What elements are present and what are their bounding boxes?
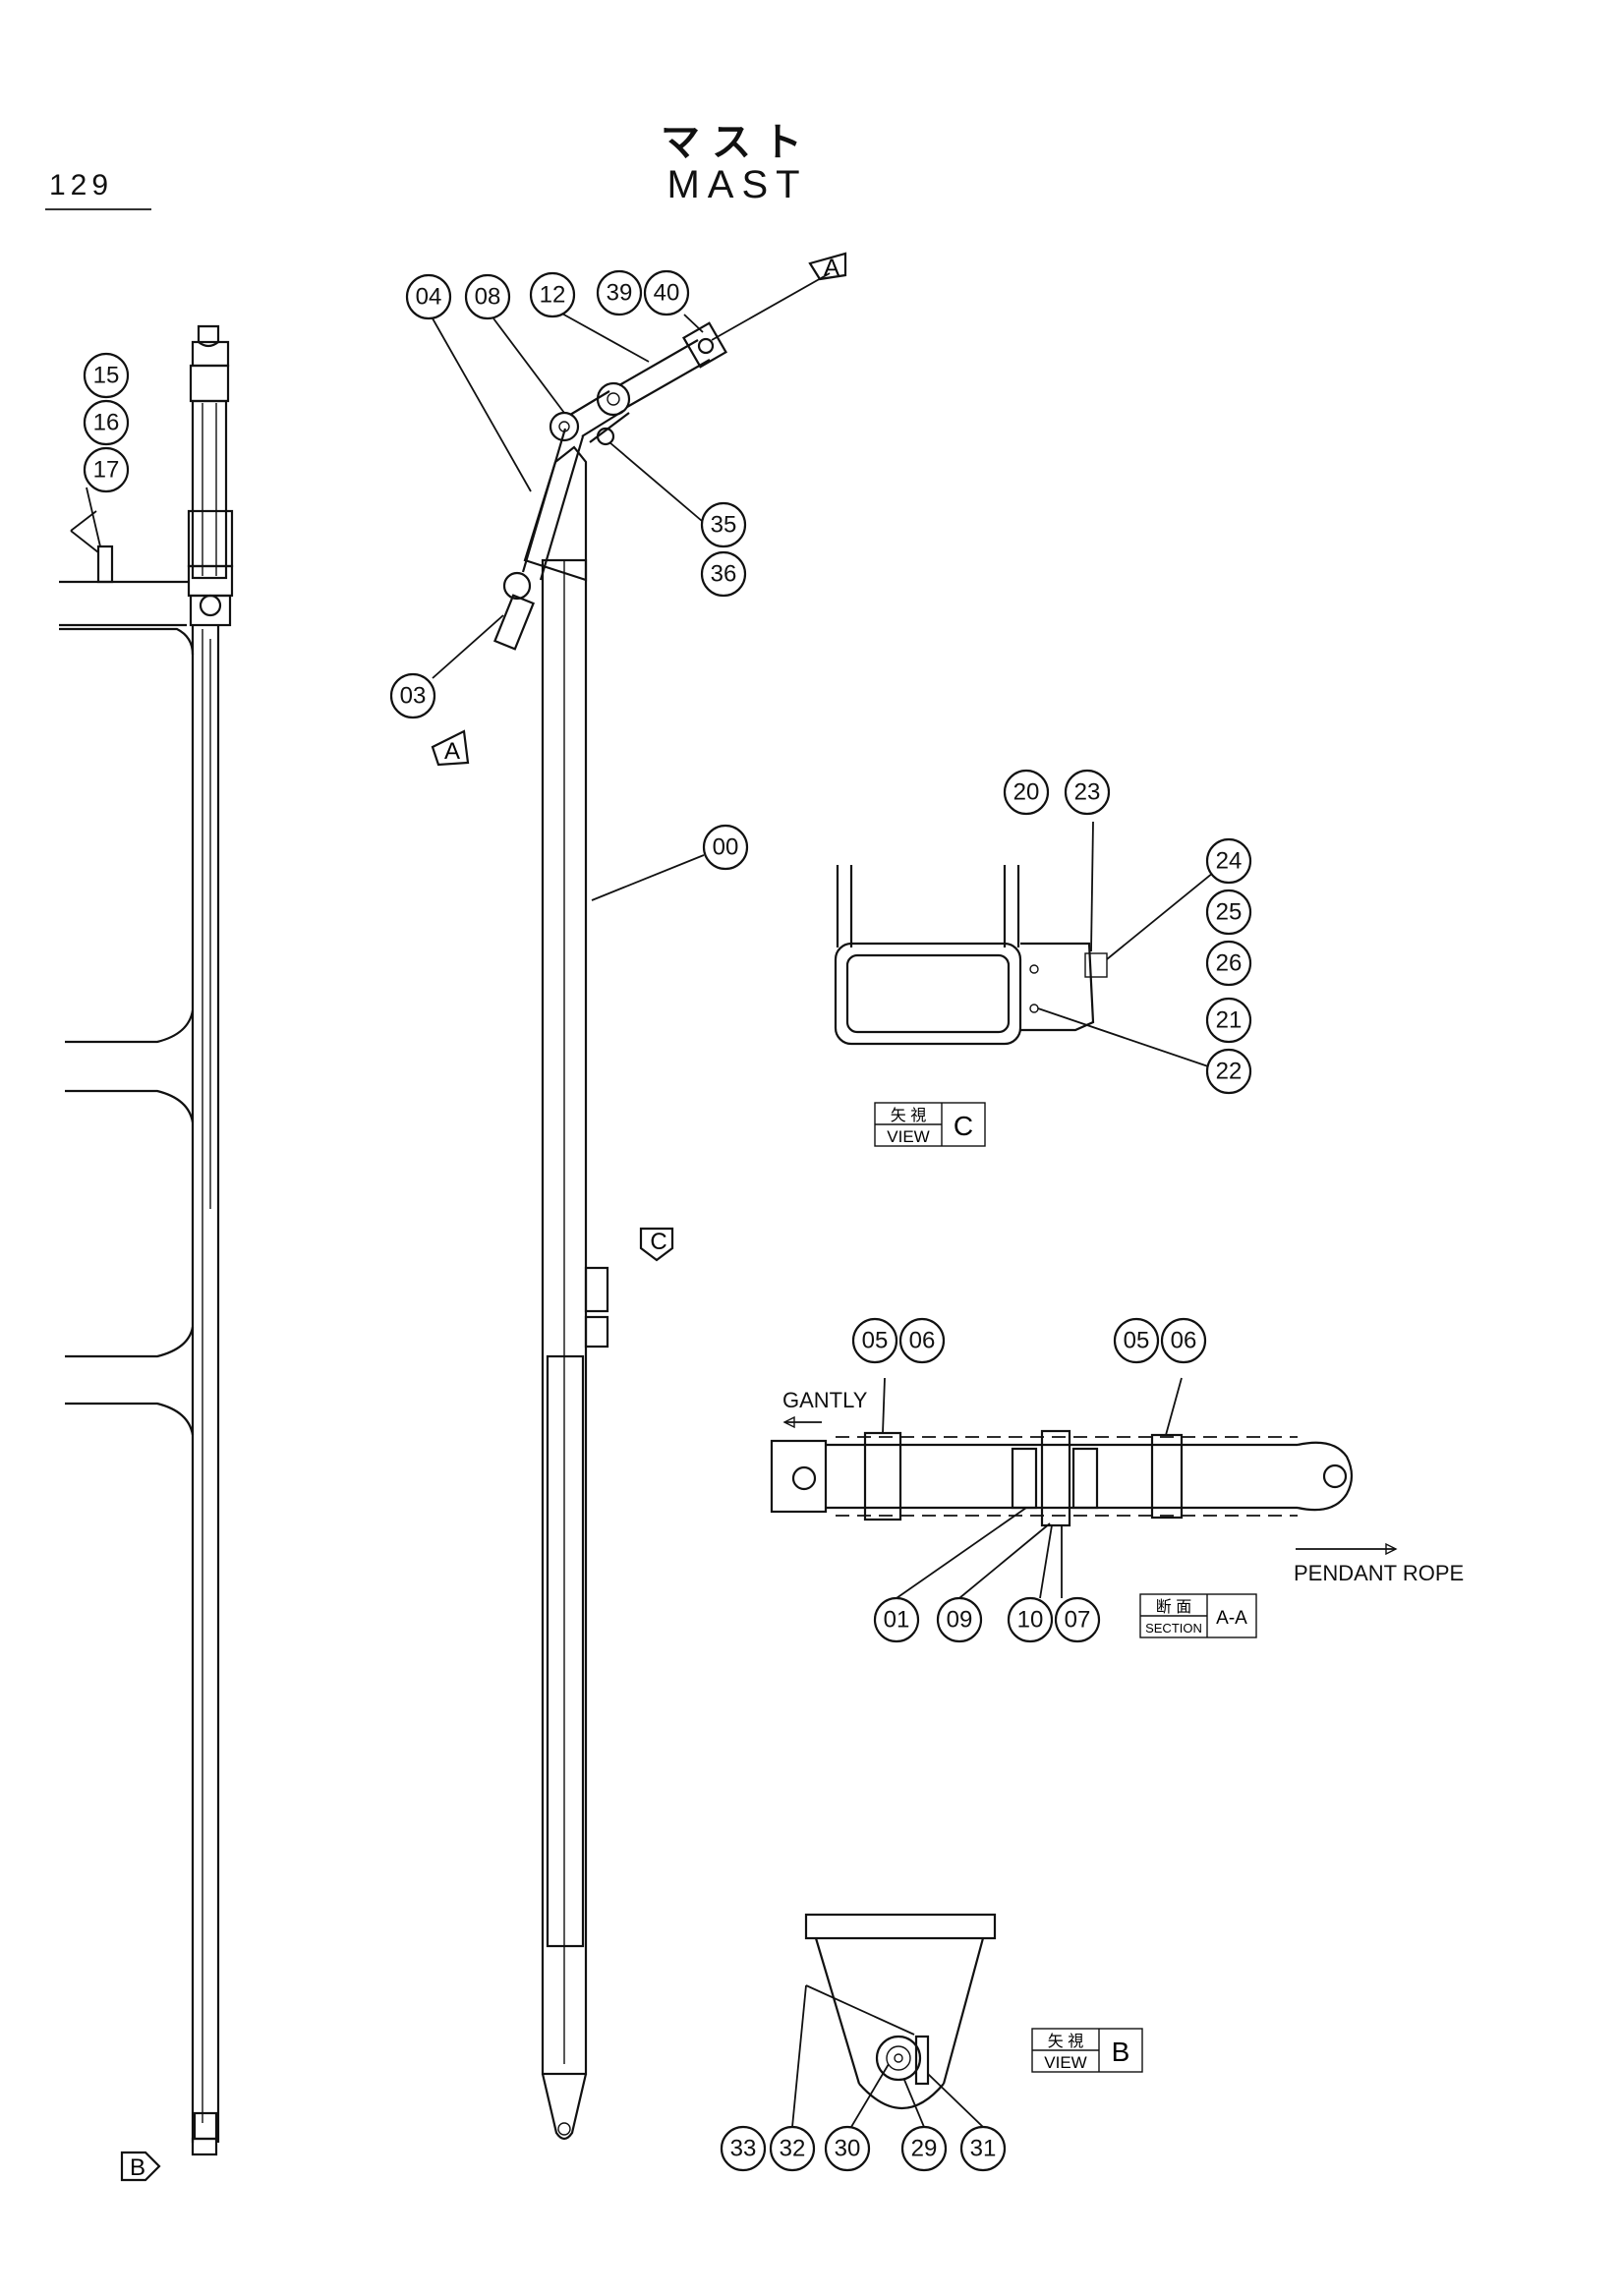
svg-text:VIEW: VIEW (1044, 2053, 1086, 2072)
callout-07: 07 (1054, 1596, 1101, 1643)
callout-29: 29 (900, 2125, 948, 2172)
svg-text:05: 05 (1124, 1328, 1150, 1354)
title-english: MAST (666, 163, 808, 206)
view-marker-a-bottom: A (431, 729, 470, 767)
svg-text:12: 12 (540, 282, 566, 309)
view-marker-a-top: A (808, 252, 847, 281)
callout-00: 00 (702, 824, 749, 871)
svg-text:29: 29 (911, 2136, 938, 2162)
mast-side-view (59, 324, 234, 2156)
svg-text:09: 09 (947, 1607, 973, 1634)
callout-05-left: 05 (851, 1317, 898, 1364)
svg-text:A: A (824, 255, 839, 281)
callout-23: 23 (1064, 769, 1111, 816)
section-aa-drawing (770, 1415, 1398, 1556)
svg-text:23: 23 (1074, 779, 1101, 806)
svg-text:C: C (954, 1111, 973, 1141)
callout-25: 25 (1205, 889, 1252, 936)
callout-17: 17 (83, 446, 130, 493)
page-number: 129 (49, 169, 114, 201)
svg-text:06: 06 (909, 1328, 936, 1354)
svg-text:矢 視: 矢 視 (1048, 2033, 1083, 2050)
view-marker-c: C (639, 1227, 674, 1262)
callout-05-right: 05 (1113, 1317, 1160, 1364)
callout-09: 09 (936, 1596, 983, 1643)
view-c-label: 矢 視 VIEW C (874, 1102, 986, 1147)
callout-26: 26 (1205, 940, 1252, 987)
svg-text:06: 06 (1171, 1328, 1197, 1354)
note-gantly: GANTLY (782, 1388, 868, 1412)
svg-text:VIEW: VIEW (887, 1127, 929, 1146)
svg-text:07: 07 (1065, 1607, 1091, 1634)
page-number-rule (45, 208, 151, 210)
svg-text:21: 21 (1216, 1007, 1243, 1034)
mast-front-view (493, 321, 727, 2141)
svg-text:A-A: A-A (1216, 1608, 1247, 1629)
callout-33: 33 (720, 2125, 767, 2172)
callout-20: 20 (1003, 769, 1050, 816)
callout-30: 30 (824, 2125, 871, 2172)
svg-text:32: 32 (780, 2136, 806, 2162)
svg-text:26: 26 (1216, 950, 1243, 977)
callout-40: 40 (643, 269, 690, 316)
svg-text:00: 00 (713, 834, 739, 861)
callout-01: 01 (873, 1596, 920, 1643)
callout-04: 04 (405, 273, 452, 320)
svg-text:B: B (1112, 2037, 1130, 2067)
callout-35: 35 (700, 501, 747, 548)
svg-text:20: 20 (1013, 779, 1040, 806)
callout-16: 16 (83, 399, 130, 446)
svg-text:17: 17 (93, 457, 120, 484)
svg-text:39: 39 (607, 280, 633, 307)
svg-text:25: 25 (1216, 899, 1243, 926)
section-aa-label: 断 面 SECTION A-A (1139, 1593, 1257, 1638)
svg-text:05: 05 (862, 1328, 889, 1354)
note-pendant-rope: PENDANT ROPE (1294, 1561, 1464, 1585)
callout-15: 15 (83, 352, 130, 399)
callout-12: 12 (529, 271, 576, 318)
view-b-label: 矢 視 VIEW B (1031, 2028, 1143, 2073)
svg-text:24: 24 (1216, 848, 1243, 875)
svg-text:03: 03 (400, 683, 427, 710)
leader-lines (86, 272, 1214, 2128)
svg-text:01: 01 (884, 1607, 910, 1634)
callout-31: 31 (959, 2125, 1007, 2172)
callout-03: 03 (389, 672, 436, 719)
svg-text:A: A (444, 738, 460, 765)
svg-text:15: 15 (93, 363, 120, 389)
view-marker-b: B (120, 2151, 161, 2182)
svg-text:40: 40 (654, 280, 680, 307)
svg-text:10: 10 (1017, 1607, 1044, 1634)
callout-10: 10 (1007, 1596, 1054, 1643)
svg-text:08: 08 (475, 284, 501, 311)
callout-06-left: 06 (898, 1317, 946, 1364)
svg-text:36: 36 (711, 561, 737, 588)
svg-text:30: 30 (835, 2136, 861, 2162)
svg-text:断 面: 断 面 (1156, 1598, 1191, 1616)
svg-text:B: B (130, 2154, 145, 2181)
svg-text:31: 31 (970, 2136, 997, 2162)
callout-06-right: 06 (1160, 1317, 1207, 1364)
callout-08: 08 (464, 273, 511, 320)
callout-22: 22 (1205, 1048, 1252, 1095)
svg-text:33: 33 (730, 2136, 757, 2162)
svg-text:35: 35 (711, 512, 737, 539)
callout-36: 36 (700, 550, 747, 598)
view-b-drawing (804, 1913, 997, 2109)
svg-text:C: C (650, 1229, 666, 1255)
svg-text:16: 16 (93, 410, 120, 436)
callout-39: 39 (596, 269, 643, 316)
svg-text:矢 視: 矢 視 (891, 1107, 926, 1124)
svg-text:22: 22 (1216, 1059, 1243, 1085)
svg-text:SECTION: SECTION (1145, 1621, 1202, 1636)
callout-24: 24 (1205, 837, 1252, 885)
svg-text:04: 04 (416, 284, 442, 311)
callout-21: 21 (1205, 997, 1252, 1044)
view-c-drawing (834, 865, 1108, 1046)
title-japanese: マスト (661, 120, 814, 165)
callout-32: 32 (769, 2125, 816, 2172)
